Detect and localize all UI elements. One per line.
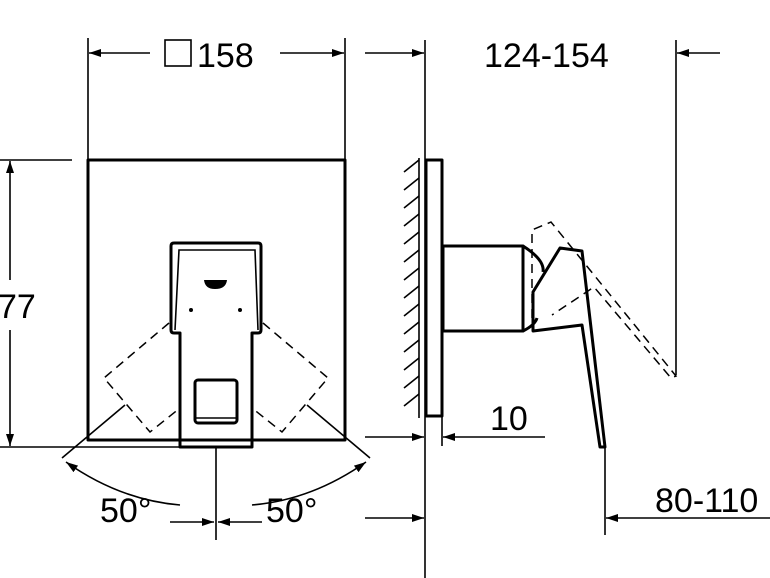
front-view: 50° 50° 158 77 [0, 37, 371, 540]
handle-dot [238, 308, 242, 312]
handle-logo-mark [204, 280, 227, 289]
lever-range-label: 80-110 [655, 482, 758, 520]
hub-curve [522, 244, 545, 273]
height-label: 77 [0, 288, 36, 326]
projection-range-label: 124-154 [484, 37, 609, 75]
handle-rotated-right [251, 322, 330, 434]
angle-right-label: 50° [266, 492, 317, 530]
handle-rotated-left [102, 322, 181, 434]
wall-hatching [403, 158, 420, 418]
lever-side [531, 246, 607, 449]
handle-head-front [169, 241, 263, 449]
side-view: 124-154 10 80-110 [365, 37, 770, 578]
thickness-label: 10 [490, 400, 528, 438]
handle-button [193, 378, 239, 425]
angle-left-label: 50° [100, 492, 151, 530]
lever-rotated-side [531, 221, 678, 379]
handle-bevel [174, 249, 259, 331]
valve-body-side [441, 244, 525, 333]
handle-dot [189, 308, 193, 312]
cover-plate-front [86, 158, 347, 442]
plate-size-label: 158 [197, 37, 254, 75]
cover-plate-side [424, 158, 444, 418]
square-symbol [164, 39, 192, 67]
